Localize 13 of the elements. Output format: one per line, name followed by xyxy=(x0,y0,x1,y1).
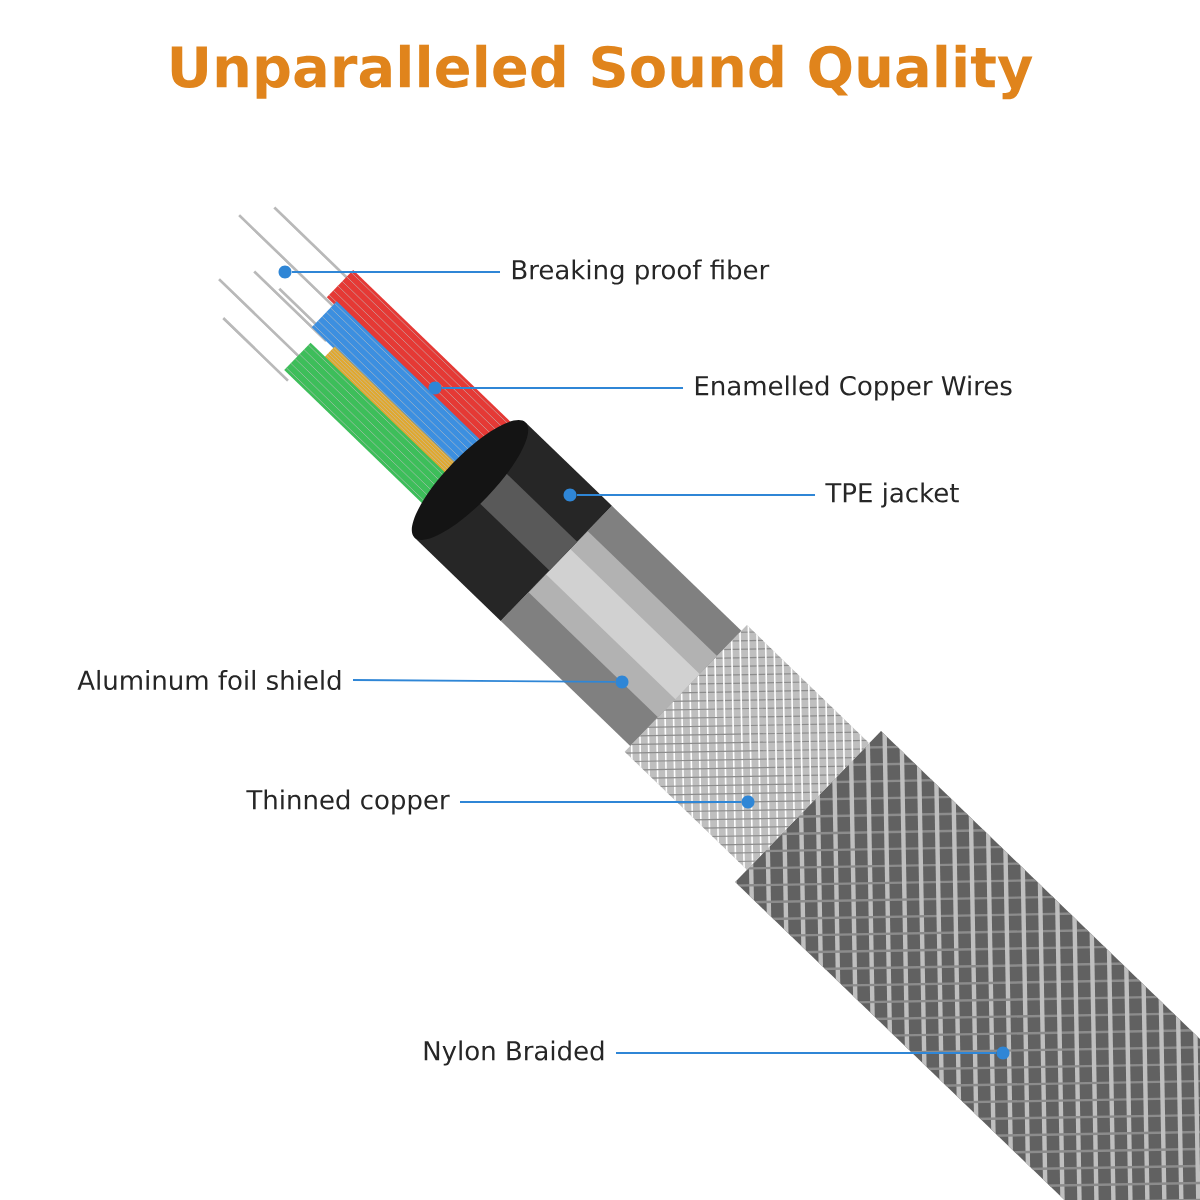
leader-line xyxy=(352,679,616,683)
part-label: Aluminum foil shield xyxy=(77,669,341,691)
part-label: TPE jacket xyxy=(825,482,959,508)
part-label: Nylon Braided xyxy=(424,1040,604,1066)
leader-line xyxy=(441,387,684,389)
part-label: Thinned copper xyxy=(246,789,450,815)
title: Unparalleled Sound Quality xyxy=(171,44,1033,100)
leader-line xyxy=(576,494,816,496)
leader-line xyxy=(615,1052,997,1054)
part-label: Breaking proof fiber xyxy=(512,259,770,285)
leader-line xyxy=(459,801,742,803)
part-label: Enamelled Copper Wires xyxy=(695,375,1012,401)
leader-line xyxy=(291,271,501,273)
